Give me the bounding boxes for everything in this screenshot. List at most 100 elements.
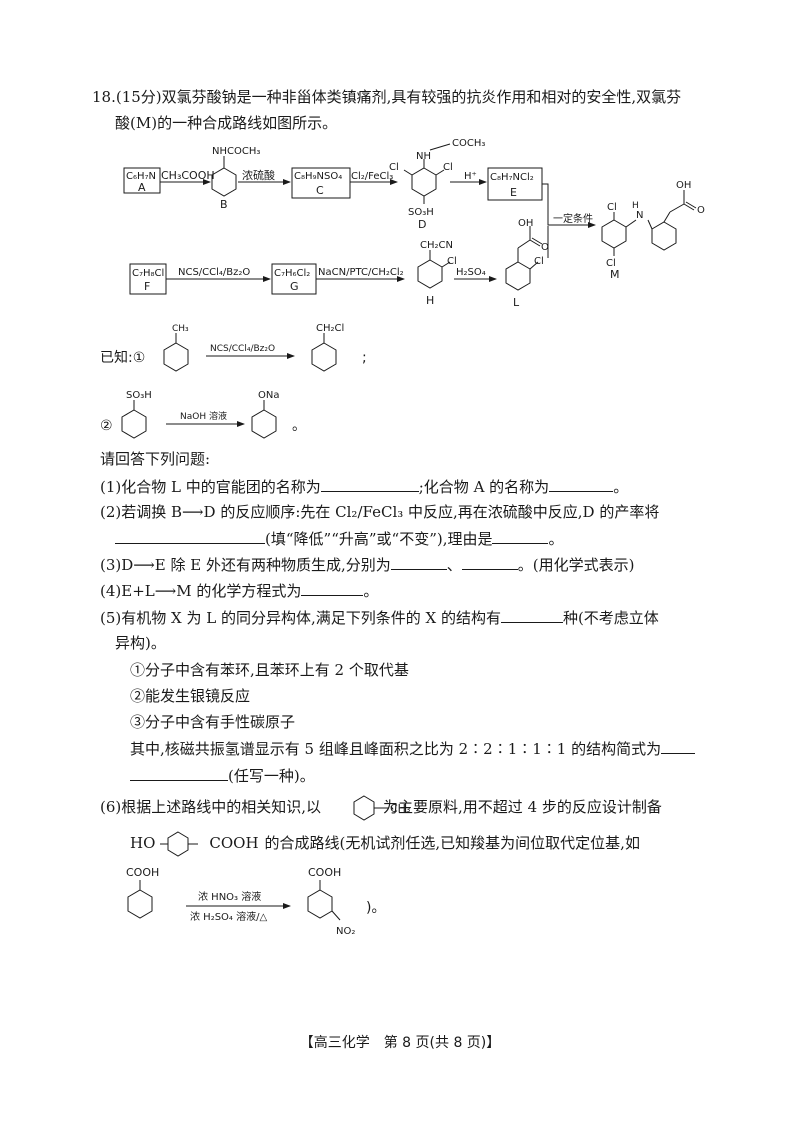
reagent-HL: H₂SO₄ — [456, 267, 486, 278]
reagent-CD: Cl₂/FeCl₃ — [351, 171, 393, 182]
q5-line1: (5)有机物 X 为 L 的同分异构体,满足下列条件的 X 的结构有 种(不考虑立… — [100, 607, 659, 628]
q6-target-COOH: COOH — [209, 834, 259, 852]
reagent-BC: 浓硫酸 — [242, 168, 275, 182]
known-prefix: 已知:① — [100, 349, 145, 366]
A-formula: C₆H₇N — [126, 171, 156, 182]
q1-blank-1[interactable] — [320, 476, 419, 492]
H-label: H — [426, 294, 434, 307]
q2-blank-1[interactable] — [115, 528, 265, 544]
D-label: D — [418, 218, 426, 231]
q2-part-c: 。 — [548, 530, 564, 548]
M-OH: OH — [676, 180, 691, 191]
H-Cl: Cl — [447, 256, 457, 267]
q2-blank-2[interactable] — [492, 528, 549, 544]
ring-L — [505, 226, 543, 291]
q6-target-HO: HO — [130, 834, 156, 852]
M-label: M — [610, 268, 620, 281]
q1-blank-2[interactable] — [549, 476, 614, 492]
q1-part-a: (1)化合物 L 中的官能团的名称为 — [100, 478, 321, 496]
reagent-LM: 一定条件 — [553, 212, 593, 225]
M-Cl-bottom: Cl — [606, 258, 616, 269]
q3-part-b: 、 — [446, 556, 462, 574]
ring-M1 — [601, 212, 637, 256]
q5-condition-1: ①分子中含有苯环,且苯环上有 2 个取代基 — [130, 661, 409, 679]
q6-part-c: 的合成路线(无机试剂任选,已知羧基为间位取代定位基,如 — [264, 834, 640, 852]
known1-reactant-ring — [163, 333, 189, 372]
q2-line2: (填“降低”“升高”或“不变”),理由是 。 — [115, 528, 564, 549]
E-label: E — [510, 186, 517, 199]
q1-part-c: 。 — [613, 478, 629, 496]
q3-blank-1[interactable] — [390, 554, 447, 570]
q1-part-b: ;化合物 A 的名称为 — [418, 478, 550, 496]
known2-number: ② — [100, 418, 113, 434]
q6-example-product-COOH: COOH — [308, 866, 341, 879]
q6-part-a: (6)根据上述路线中的相关知识,以 — [100, 798, 322, 816]
question-title: 18.(15分)双氯芬酸钠是一种非甾体类镇痛剂,具有较强的抗炎作用和相对的安全性… — [92, 88, 682, 106]
G-formula: C₇H₆Cl₂ — [274, 268, 310, 279]
q6-example-NO2: NO₂ — [336, 926, 355, 937]
q4: (4)E+L⟶M 的化学方程式为。 — [100, 580, 378, 601]
known1-CH3: CH₃ — [172, 324, 189, 334]
M-Cl-top: Cl — [607, 202, 617, 213]
q5-blank-count[interactable] — [500, 607, 563, 623]
F-formula: C₇H₈Cl — [132, 268, 164, 279]
M-O: O — [697, 205, 705, 216]
known1-semicolon: ; — [362, 350, 367, 366]
ring-D — [403, 143, 451, 204]
known1-CH2Cl: CH₂Cl — [316, 323, 344, 334]
q3: (3)D⟶E 除 E 外还有两种物质生成,分别为、。(用化学式表示) — [100, 554, 635, 575]
q1: (1)化合物 L 中的官能团的名称为 ;化合物 A 的名称为 。 — [100, 476, 628, 497]
reagent-DE: H⁺ — [464, 171, 477, 182]
q5-condition-3: ③分子中含有手性碳原子 — [130, 713, 296, 731]
known2-period: 。 — [292, 418, 306, 434]
box-A — [123, 167, 161, 194]
q6-part-b: 为主要原料,用不超过 4 步的反应设计制备 — [383, 798, 662, 816]
B-label: B — [220, 198, 228, 211]
C-label: C — [316, 184, 324, 197]
q5-part-b: 种(不考虑立体 — [562, 609, 659, 627]
q5-part-a: (5)有机物 X 为 L 的同分异构体,满足下列条件的 X 的结构有 — [100, 609, 501, 627]
q5-condition-2: ②能发生银镜反应 — [130, 687, 251, 705]
D-Cl-left: Cl — [389, 162, 399, 173]
q6-line1: (6)根据上述路线中的相关知识,以 为主要原料,用不超过 4 步的反应设计制备 — [100, 797, 662, 817]
q6-line2: HO COOH 的合成路线(无机试剂任选,已知羧基为间位取代定位基,如 — [130, 833, 640, 853]
ring-M2 — [647, 190, 697, 251]
q2-part-b: (填“降低”“升高”或“不变”),理由是 — [265, 530, 493, 548]
known2-reactant-ring — [121, 400, 147, 439]
known1-product-ring — [311, 333, 337, 372]
q4-part-b: 。 — [363, 582, 379, 600]
L-label: L — [513, 296, 520, 309]
M-N: N — [636, 210, 643, 221]
L-O: O — [541, 242, 549, 253]
C-formula: C₈H₉NSO₄ — [294, 171, 342, 182]
q6-example-COOH: COOH — [126, 866, 159, 879]
E-formula: C₈H₇NCl₂ — [490, 172, 534, 183]
H-substituent: CH₂CN — [420, 240, 453, 251]
q5-line6: 其中,核磁共振氢谱显示有 5 组峰且峰面积之比为 2∶2∶1∶1∶1 的结构简式… — [130, 738, 696, 759]
F-label: F — [144, 280, 150, 293]
question-title-cont: 酸(M)的一种合成路线如图所示。 — [115, 114, 338, 132]
known1-condition: NCS/CCl₄/Bz₂O — [210, 344, 275, 354]
q2-line1: (2)若调换 B⟶D 的反应顺序:先在 Cl₂/FeCl₃ 中反应,再在浓硫酸中… — [100, 503, 660, 521]
q3-blank-2[interactable] — [461, 554, 518, 570]
G-label: G — [290, 280, 299, 293]
reagent-AB: CH₃COOH — [161, 169, 215, 182]
known2-ONa: ONa — [258, 390, 279, 401]
reagent-GH: NaCN/PTC/CH₂Cl₂ — [318, 267, 404, 278]
box-C — [291, 167, 351, 199]
D-Cl-right: Cl — [443, 162, 453, 173]
synthesis-scheme: C₆H₇N A CH₃COOH NHCOCH₃ B 浓硫酸 C₈H₉NSO₄ C… — [100, 138, 705, 439]
q5-blank-structure-1[interactable] — [661, 738, 696, 754]
known2-SO3H: SO₃H — [126, 390, 152, 401]
D-NH: NH — [416, 151, 431, 162]
A-label: A — [138, 181, 146, 194]
q5-blank-structure-2[interactable] — [130, 765, 228, 781]
q6-example-cond-bottom: 浓 H₂SO₄ 溶液/△ — [190, 910, 267, 923]
known2-condition: NaOH 溶液 — [180, 410, 227, 422]
q6-closing: )。 — [366, 900, 385, 916]
q5-line2: 异构)。 — [115, 634, 166, 652]
M-H: H — [632, 201, 639, 211]
q4-blank[interactable] — [301, 580, 364, 596]
q6-example-cond-top: 浓 HNO₃ 溶液 — [198, 890, 261, 903]
q5-part-e: (任写一种)。 — [228, 767, 315, 785]
